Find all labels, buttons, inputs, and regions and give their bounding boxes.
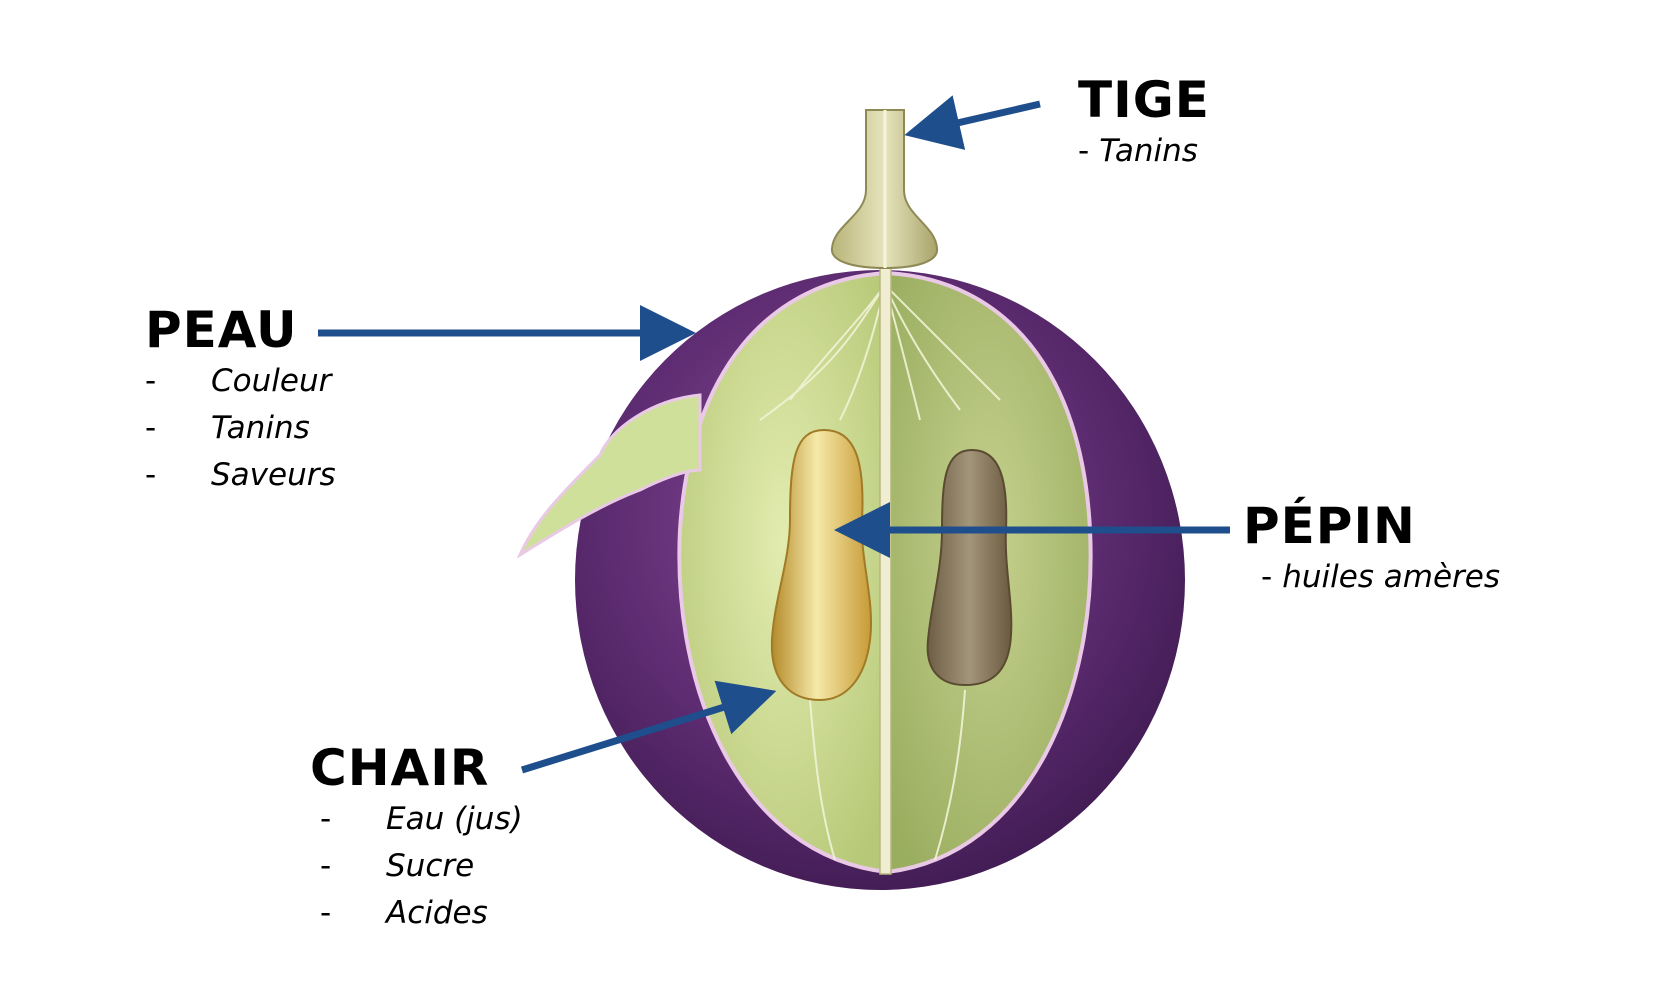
label-chair: CHAIR -Eau (jus) -Sucre -Acides bbox=[310, 740, 523, 937]
label-peau-items: -Couleur -Tanins -Saveurs bbox=[145, 358, 336, 499]
label-chair-title: CHAIR bbox=[310, 739, 490, 797]
dash-bullet: - bbox=[320, 801, 332, 837]
label-tige: TIGE -Tanins bbox=[1078, 72, 1210, 175]
label-peau-title: PEAU bbox=[145, 301, 298, 359]
list-item: -Couleur bbox=[145, 358, 336, 405]
dash-bullet: - bbox=[145, 363, 157, 399]
list-item: -huiles amères bbox=[1261, 554, 1500, 601]
label-pepin: PÉPIN -huiles amères bbox=[1243, 498, 1500, 601]
label-pepin-items: -huiles amères bbox=[1243, 554, 1500, 601]
list-item: -Acides bbox=[320, 890, 523, 937]
dash-bullet: - bbox=[1261, 559, 1273, 595]
grape-stem bbox=[830, 109, 939, 270]
central-axis bbox=[879, 257, 892, 875]
list-item: -Eau (jus) bbox=[320, 796, 523, 843]
peeled-skin-flap bbox=[516, 393, 702, 559]
dash-bullet: - bbox=[145, 457, 157, 493]
label-chair-items: -Eau (jus) -Sucre -Acides bbox=[310, 796, 523, 937]
arrow-tige bbox=[904, 95, 1041, 150]
label-peau: PEAU -Couleur -Tanins -Saveurs bbox=[145, 302, 336, 499]
list-item: -Tanins bbox=[145, 405, 336, 452]
dash-bullet: - bbox=[145, 410, 157, 446]
label-tige-items: -Tanins bbox=[1078, 128, 1210, 175]
label-pepin-title: PÉPIN bbox=[1243, 497, 1416, 555]
dash-bullet: - bbox=[320, 848, 332, 884]
list-item: -Sucre bbox=[320, 843, 523, 890]
arrow-chair bbox=[520, 680, 777, 774]
list-item: -Tanins bbox=[1078, 128, 1210, 175]
dash-bullet: - bbox=[1078, 133, 1090, 169]
dash-bullet: - bbox=[320, 895, 332, 931]
list-item: -Saveurs bbox=[145, 452, 336, 499]
label-tige-title: TIGE bbox=[1078, 71, 1210, 129]
